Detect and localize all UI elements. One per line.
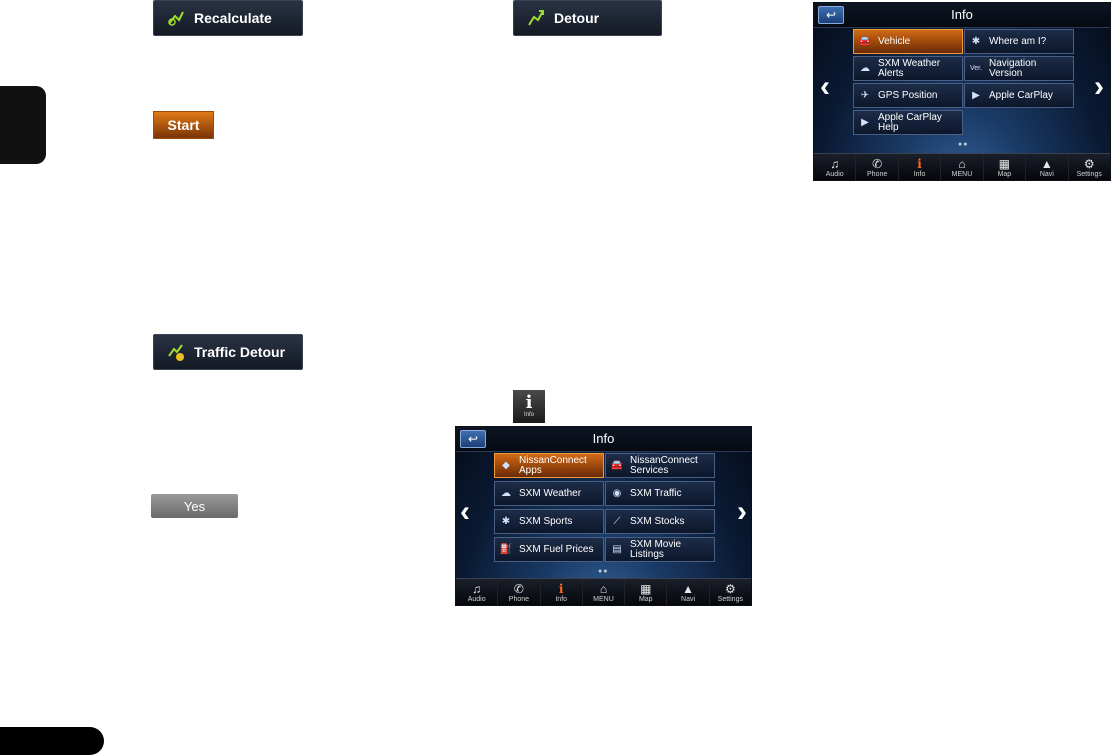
fuel-icon: ⛽ (499, 543, 513, 555)
tile-sxm-weather-alerts[interactable]: ☁ SXM Weather Alerts (853, 56, 963, 81)
bar-menu[interactable]: ⌂MENU (583, 579, 626, 605)
tile-sxm-traffic[interactable]: ◉ SXM Traffic (605, 481, 715, 506)
tile-nissanconnect-services[interactable]: 🚘 NissanConnect Services (605, 453, 715, 478)
tile-where-am-i[interactable]: ✱ Where am I? (964, 29, 1074, 54)
next-page-arrow-icon[interactable]: › (737, 495, 747, 528)
route-recalc-icon (166, 8, 186, 28)
tile-sxm-sports[interactable]: ✱ SXM Sports (494, 509, 604, 534)
traffic-icon: ◉ (612, 487, 622, 499)
bar-navi[interactable]: ▲Navi (1026, 154, 1069, 180)
traffic-detour-label: Traffic Detour (194, 344, 286, 360)
gear-icon: ⚙ (1083, 157, 1095, 171)
detour-icon (526, 8, 546, 28)
yes-button[interactable]: Yes (151, 494, 238, 518)
home-icon: ⌂ (599, 582, 608, 596)
where-am-i-icon: ✱ (971, 35, 981, 47)
phone-icon: ✆ (513, 582, 524, 596)
info-screen-top: ↩ Info ‹ › 🚘 Vehicle ✱ Where am I? ☁ SXM… (813, 2, 1111, 181)
bar-settings[interactable]: ⚙Settings (1076, 157, 1102, 179)
tile-vehicle[interactable]: 🚘 Vehicle (853, 29, 963, 54)
car-service-icon: 🚘 (610, 459, 624, 471)
bar-phone[interactable]: ✆Phone (498, 579, 541, 605)
navi-arrow-icon: ▲ (682, 582, 694, 596)
screen-title: Info (592, 431, 615, 446)
chapter-tab (0, 86, 46, 164)
recalculate-label: Recalculate (194, 10, 272, 26)
next-page-arrow-icon[interactable]: › (1094, 70, 1104, 103)
film-icon: ▤ (612, 543, 622, 555)
bar-menu[interactable]: ⌂MENU (941, 154, 984, 180)
page-dots: ●● (598, 568, 609, 575)
info-i-glyph: i (525, 392, 533, 413)
bar-settings[interactable]: ⚙Settings (717, 582, 743, 604)
info-key-icon[interactable]: i Info (513, 390, 545, 423)
prev-page-arrow-icon[interactable]: ‹ (460, 495, 470, 528)
play-info-icon: ▶ (861, 116, 869, 128)
version-icon: Ver. (969, 64, 983, 72)
tile-apple-carplay[interactable]: ▶ Apple CarPlay (964, 83, 1074, 108)
page-dots: ●● (958, 141, 969, 148)
traffic-detour-button[interactable]: Traffic Detour (153, 334, 303, 370)
start-button[interactable]: Start (153, 111, 214, 139)
detour-button[interactable]: Detour (513, 0, 662, 36)
bar-navi[interactable]: ▲Navi (667, 579, 710, 605)
screen-title: Info (951, 7, 973, 22)
map-icon: ▦ (640, 582, 652, 596)
tile-gps-position[interactable]: ✈ GPS Position (853, 83, 963, 108)
sports-icon: ✱ (501, 515, 511, 527)
back-arrow-icon: ↩ (467, 432, 479, 446)
music-note-icon: ♫ (472, 582, 482, 596)
tile-apple-carplay-help[interactable]: ▶ Apple CarPlay Help (853, 110, 963, 135)
phone-icon: ✆ (872, 157, 883, 171)
traffic-detour-icon (166, 342, 186, 362)
tile-sxm-weather[interactable]: ☁ SXM Weather (494, 481, 604, 506)
tile-nissanconnect-apps[interactable]: ◆ NissanConnect Apps (494, 453, 604, 478)
navi-arrow-icon: ▲ (1040, 157, 1053, 171)
tile-sxm-movie-listings[interactable]: ▤ SXM Movie Listings (605, 537, 715, 562)
recalculate-button[interactable]: Recalculate (153, 0, 303, 36)
gear-icon: ⚙ (724, 582, 736, 596)
info-icon: i (558, 582, 564, 596)
back-arrow-icon: ↩ (825, 8, 837, 22)
info-screen-bottom: ↩ Info ‹ › ◆ NissanConnect Apps 🚘 Nissan… (455, 426, 752, 606)
back-button[interactable]: ↩ (460, 430, 486, 448)
weather-icon: ☁ (860, 62, 870, 74)
weather-icon: ☁ (501, 487, 511, 499)
bar-audio[interactable]: ♫Audio (456, 579, 499, 605)
bar-map[interactable]: ▦Map (625, 579, 668, 605)
car-info-icon: 🚘 (858, 35, 872, 47)
apps-cube-icon: ◆ (502, 459, 510, 471)
detour-label: Detour (554, 10, 600, 26)
tile-sxm-stocks[interactable]: ⟋ SXM Stocks (605, 509, 715, 534)
satellite-icon: ✈ (860, 89, 870, 101)
tile-navigation-version[interactable]: Ver. Navigation Version (964, 56, 1074, 81)
tile-sxm-fuel-prices[interactable]: ⛽ SXM Fuel Prices (494, 537, 604, 562)
info-icon: i (917, 157, 922, 171)
bar-phone[interactable]: ✆Phone (856, 154, 899, 180)
stocks-icon: ⟋ (613, 515, 621, 527)
page-number-pill (0, 727, 104, 755)
bar-map[interactable]: ▦Map (984, 154, 1027, 180)
home-icon: ⌂ (958, 157, 966, 171)
screen-header: ↩ Info (456, 427, 751, 452)
screen-header: ↩ Info (814, 3, 1110, 28)
back-button[interactable]: ↩ (818, 6, 844, 24)
music-note-icon: ♫ (830, 157, 840, 171)
map-icon: ▦ (998, 157, 1011, 171)
play-circle-icon: ▶ (972, 89, 980, 101)
info-key-label: Info (523, 412, 534, 418)
bar-audio[interactable]: ♫Audio (814, 154, 857, 180)
prev-page-arrow-icon[interactable]: ‹ (820, 70, 830, 103)
